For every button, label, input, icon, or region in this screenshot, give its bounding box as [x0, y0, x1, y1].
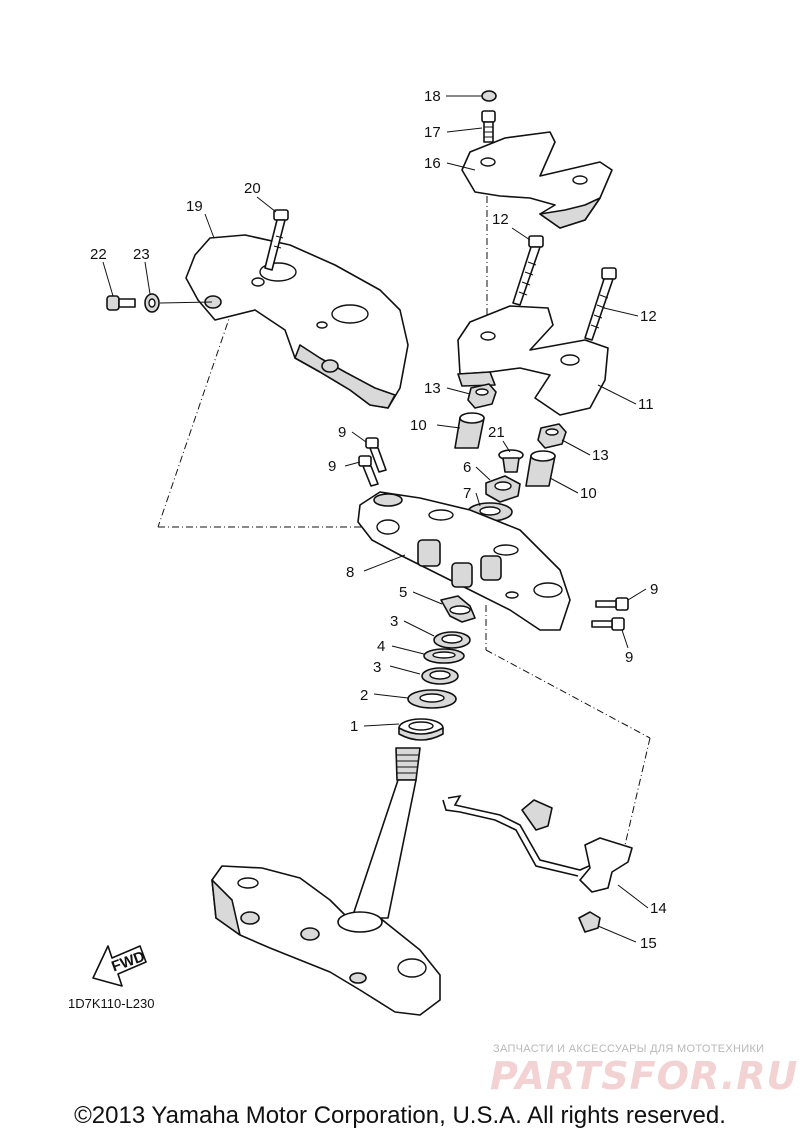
part-5-lock-washer — [440, 595, 476, 623]
part-16-upper-handlebar-clamp — [461, 131, 613, 229]
callout-22: 22 — [90, 246, 107, 263]
callout-13-left: 13 — [424, 380, 441, 397]
callout-23: 23 — [133, 246, 150, 263]
callout-10-right: 10 — [580, 485, 597, 502]
callout-8: 8 — [346, 564, 354, 581]
part-13-nut-left — [467, 383, 497, 409]
callout-9-lower-a: 9 — [650, 581, 658, 598]
callout-labels: 18 17 16 12 12 11 13 13 10 10 21 6 7 9 9… — [90, 88, 667, 952]
part-2-bearing-cover — [407, 689, 457, 709]
part-21-collar — [498, 449, 524, 473]
part-8-upper-bracket — [357, 491, 571, 631]
part-6-steering-stem-nut — [485, 475, 521, 503]
part-18-cap — [481, 90, 497, 102]
part-22-bolt — [106, 295, 136, 311]
part-17-bolt — [481, 110, 496, 143]
part-9-bolt-upper-b — [358, 455, 379, 487]
callout-3-lower: 3 — [373, 659, 381, 676]
callout-2: 2 — [360, 687, 368, 704]
callout-16: 16 — [424, 155, 441, 172]
fwd-arrow: FWD — [92, 945, 147, 987]
callout-20: 20 — [244, 180, 261, 197]
callout-9-upper-a: 9 — [338, 424, 346, 441]
callout-9-lower-b: 9 — [625, 649, 633, 666]
callout-19: 19 — [186, 198, 203, 215]
callout-10-left: 10 — [410, 417, 427, 434]
callout-18: 18 — [424, 88, 441, 105]
part-13-nut-right — [537, 423, 567, 449]
copyright-notice: ©2013 Yamaha Motor Corporation, U.S.A. A… — [74, 1102, 726, 1129]
part-15-nut — [578, 911, 601, 933]
part-3-ring-nut-upper — [433, 631, 471, 649]
part-3-ring-nut-lower — [421, 667, 459, 685]
part-11-lower-handlebar-clamp — [457, 305, 609, 416]
part-9-bolt-upper-a — [365, 437, 387, 473]
steering-stem-under-bracket — [211, 747, 441, 1016]
part-19-handle-crown — [185, 234, 409, 409]
callout-4: 4 — [377, 638, 385, 655]
leader-lines — [102, 95, 649, 943]
part-10-damper-right — [525, 450, 556, 487]
callout-13-right: 13 — [592, 447, 609, 464]
watermark-logo: PARTSFOR.RU — [490, 1054, 799, 1098]
callout-7: 7 — [463, 485, 471, 502]
callout-15: 15 — [640, 935, 657, 952]
callout-12-upper: 12 — [492, 211, 509, 228]
part-23-washer — [144, 293, 160, 313]
fwd-label: FWD — [109, 948, 147, 976]
part-20-bolt — [264, 209, 289, 271]
part-10-damper-left — [454, 412, 485, 449]
part-12-bolt-left — [512, 235, 544, 306]
diagram-code: 1D7K110-L230 — [68, 996, 155, 1011]
callout-17: 17 — [424, 124, 441, 141]
watermark-subtitle: ЗАПЧАСТИ И АКСЕССУАРЫ ДЛЯ МОТОТЕХНИКИ — [493, 1043, 765, 1055]
part-4-washer — [423, 648, 465, 664]
part-12-bolt-right — [584, 267, 617, 341]
part-9-bolt-lower-b — [591, 617, 625, 631]
callout-6: 6 — [463, 459, 471, 476]
assembly-lines — [157, 168, 651, 846]
callout-14: 14 — [650, 900, 667, 917]
callout-1: 1 — [350, 718, 358, 735]
callout-9-upper-b: 9 — [328, 458, 336, 475]
part-9-bolt-lower-a — [595, 597, 629, 611]
callout-5: 5 — [399, 584, 407, 601]
callout-21: 21 — [488, 424, 505, 441]
callout-12-lower: 12 — [640, 308, 657, 325]
callout-3-upper: 3 — [390, 613, 398, 630]
callout-11: 11 — [638, 396, 654, 413]
part-1-bearing — [398, 718, 444, 741]
part-14-wire-clamp — [442, 794, 633, 893]
